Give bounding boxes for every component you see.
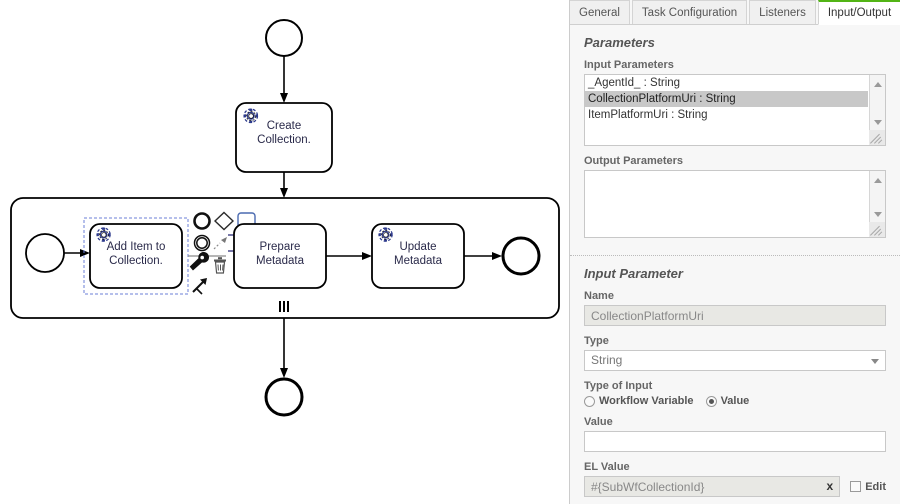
task-label-add-item-line2: Collection. <box>109 255 163 267</box>
sequence-flow-create-to-subprocess[interactable] <box>280 172 288 198</box>
tab-input-output[interactable]: Input/Output <box>817 0 900 25</box>
parameters-section: Parameters Input Parameters _AgentId_ : … <box>570 25 900 255</box>
type-select[interactable]: String <box>584 350 886 371</box>
name-field-block: Name <box>584 290 886 326</box>
type-label: Type <box>584 335 609 347</box>
task-create-collection[interactable]: Create Collection. <box>235 102 333 173</box>
tab-listeners-label: Listeners <box>759 7 806 19</box>
subprocess-start-event[interactable] <box>25 233 65 273</box>
scroll-down-arrow-icon[interactable] <box>870 207 885 221</box>
el-value-field-block: EL Value x Edit <box>584 461 886 497</box>
output-parameters-items <box>585 171 868 237</box>
task-label-create-collection-line2: Collection. <box>257 134 311 146</box>
task-label-prepare-metadata-line1: Prepare <box>260 241 301 253</box>
subprocess-end-event[interactable] <box>501 236 541 276</box>
input-parameters-label: Input Parameters <box>584 59 674 71</box>
tab-general-label: General <box>579 7 620 19</box>
value-label: Value <box>584 416 613 428</box>
type-of-input-block: Type of Input Workflow Variable Value <box>584 380 886 407</box>
radio-value-icon[interactable] <box>705 395 717 407</box>
sequence-flow-start-to-create[interactable] <box>280 56 288 103</box>
list-item[interactable]: CollectionPlatformUri : String <box>585 91 868 107</box>
list-item[interactable]: _AgentId_ : String <box>588 77 681 89</box>
append-intermediate-event-icon[interactable] <box>193 234 211 252</box>
input-parameter-section-title: Input Parameter <box>584 266 683 281</box>
sequence-flow-prepare-to-update[interactable] <box>326 252 372 260</box>
output-parameters-block: Output Parameters <box>584 155 886 238</box>
radio-option-value[interactable]: Value <box>705 395 750 407</box>
tab-task-configuration[interactable]: Task Configuration <box>631 0 748 24</box>
sequence-flow-update-to-spend[interactable] <box>464 252 502 260</box>
input-parameter-section: Input Parameter Name Type String Type of… <box>570 256 900 504</box>
edit-label: Edit <box>865 480 886 493</box>
radio-value-label: Value <box>720 395 750 407</box>
scroll-down-arrow-icon[interactable] <box>870 115 885 129</box>
start-event[interactable] <box>265 19 303 57</box>
parameters-section-title: Parameters <box>584 35 655 50</box>
radio-workflow-variable-label: Workflow Variable <box>599 395 694 407</box>
scroll-up-arrow-icon[interactable] <box>870 77 885 91</box>
sequence-flow-spstart-to-additem[interactable] <box>64 249 90 257</box>
properties-panel: ‹ General Task Configuration Listeners I… <box>569 0 900 504</box>
output-parameters-label: Output Parameters <box>584 155 684 167</box>
scroll-up-arrow-icon[interactable] <box>870 173 885 187</box>
resize-grip-icon[interactable] <box>869 222 885 237</box>
process-end-event[interactable] <box>264 377 304 417</box>
service-task-gear-icon <box>378 227 393 242</box>
tab-input-output-label: Input/Output <box>827 7 892 19</box>
type-of-input-radio-group: Workflow Variable Value <box>584 395 886 407</box>
value-field-block: Value <box>584 416 886 452</box>
radio-option-workflow-variable[interactable]: Workflow Variable <box>584 395 694 407</box>
name-input[interactable] <box>584 305 886 326</box>
task-update-metadata[interactable]: Update Metadata <box>371 223 465 289</box>
task-add-item-to-collection[interactable]: Add Item to Collection. <box>83 217 189 295</box>
append-end-event-icon[interactable] <box>193 212 211 230</box>
task-label-update-metadata-line2: Metadata <box>394 255 443 267</box>
connect-icon[interactable] <box>192 278 207 295</box>
tab-listeners[interactable]: Listeners <box>749 0 816 24</box>
bpmn-diagram-canvas[interactable]: Create Collection. <box>0 0 569 504</box>
clear-icon[interactable]: x <box>826 479 834 493</box>
el-value-label: EL Value <box>584 461 630 473</box>
output-parameters-scrollbar[interactable] <box>869 171 885 237</box>
input-parameters-scrollbar[interactable] <box>869 75 885 145</box>
task-label-create-collection-line1: Create <box>267 120 302 132</box>
wrench-icon[interactable] <box>189 251 209 271</box>
sequence-flow-subprocess-to-end[interactable] <box>280 318 288 378</box>
name-label: Name <box>584 290 614 302</box>
radio-workflow-variable-icon[interactable] <box>584 395 595 407</box>
task-prepare-metadata[interactable]: Prepare Metadata <box>233 223 327 289</box>
output-parameters-listbox[interactable] <box>584 170 886 238</box>
el-value-input[interactable] <box>584 476 841 497</box>
append-gateway-icon[interactable] <box>213 211 235 231</box>
section-divider <box>570 255 900 256</box>
input-parameters-block: Input Parameters _AgentId_ : String Coll… <box>584 59 886 146</box>
properties-tab-bar: ‹ General Task Configuration Listeners I… <box>570 0 900 25</box>
task-label-prepare-metadata-line2: Metadata <box>256 255 305 267</box>
service-task-gear-icon <box>243 108 259 124</box>
input-parameters-items: _AgentId_ : String CollectionPlatformUri… <box>585 75 868 145</box>
list-item[interactable]: ItemPlatformUri : String <box>588 109 708 121</box>
parallel-multi-instance-marker <box>279 301 289 312</box>
task-label-add-item-line1: Add Item to <box>107 241 166 253</box>
resize-grip-icon[interactable] <box>869 130 885 145</box>
input-parameters-listbox[interactable]: _AgentId_ : String CollectionPlatformUri… <box>584 74 886 146</box>
tab-task-configuration-label: Task Configuration <box>641 7 738 19</box>
trash-icon[interactable] <box>214 257 226 274</box>
value-input[interactable] <box>584 431 886 452</box>
service-task-gear-icon <box>96 227 111 242</box>
type-of-input-label: Type of Input <box>584 380 653 392</box>
task-label-update-metadata-line1: Update <box>399 241 436 253</box>
tab-general[interactable]: ‹ General <box>570 0 630 24</box>
edit-checkbox[interactable] <box>850 481 862 492</box>
type-field-block: Type String <box>584 335 886 371</box>
